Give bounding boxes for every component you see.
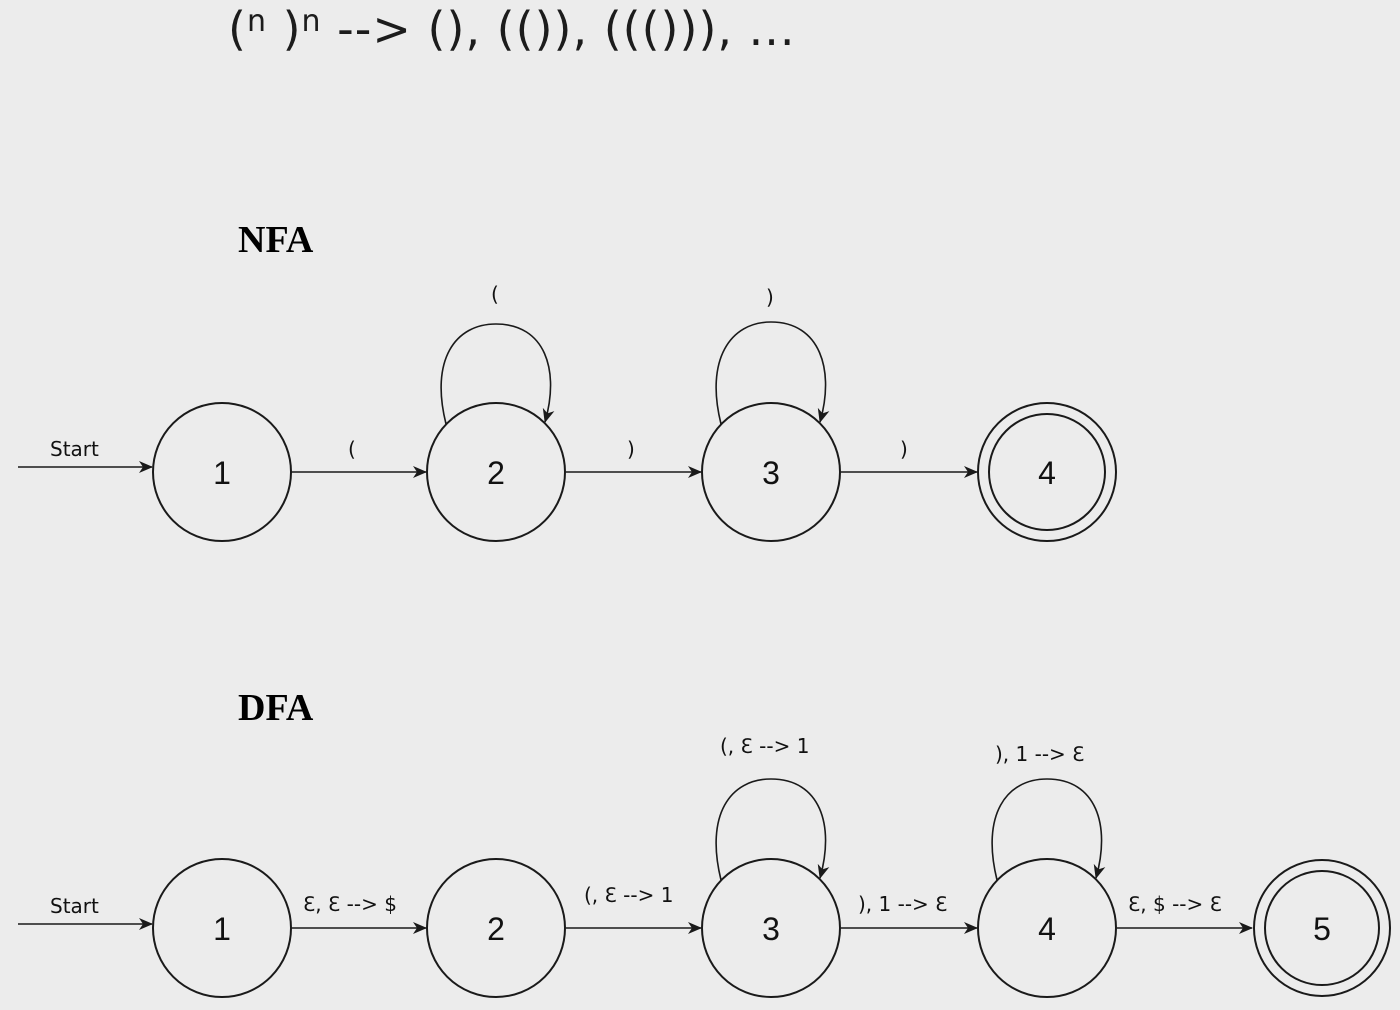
nfa-self-loop-3	[715, 321, 830, 425]
nfa-edge-label-3-4: )	[900, 437, 908, 461]
dfa-state-5-accepting: 5	[1253, 859, 1391, 997]
nfa-title: NFA	[238, 219, 314, 261]
dfa-state-label-1: 1	[213, 911, 231, 947]
nfa-state-2: 2	[426, 402, 566, 542]
dfa-state-label-2: 2	[487, 911, 505, 947]
dfa-state-label-5: 5	[1313, 911, 1331, 947]
dfa-state-2: 2	[426, 858, 566, 998]
close-paren: )	[282, 2, 302, 56]
nfa-self-loop-label-2: (	[491, 282, 499, 306]
dfa-state-3: 3	[701, 858, 841, 998]
nfa-state-label-2: 2	[487, 455, 505, 491]
dfa-diagram: Start ℇ, ℇ --> $ (, ℇ --> 1 ), 1 --> ℇ ℇ…	[18, 734, 1391, 998]
nfa-state-label-1: 1	[213, 455, 231, 491]
dfa-state-4: 4	[977, 858, 1117, 998]
nfa-self-loop-2	[440, 323, 555, 425]
open-paren: (	[228, 2, 247, 56]
dfa-state-label-4: 4	[1038, 911, 1056, 947]
nfa-state-label-3: 3	[762, 455, 780, 491]
dfa-edge-label-1-2: ℇ, ℇ --> $	[303, 892, 397, 916]
exponent-n-open: n	[246, 4, 267, 39]
nfa-edge-label-2-3: )	[627, 437, 635, 461]
exponent-n-close: n	[301, 4, 322, 39]
language-examples: --> (), (()), ((())), ...	[321, 2, 796, 56]
dfa-edge-label-3-4: ), 1 --> ℇ	[858, 892, 947, 916]
dfa-state-1: 1	[152, 858, 292, 998]
dfa-edge-label-2-3: (, ℇ --> 1	[584, 883, 673, 907]
nfa-state-4-accepting: 4	[977, 402, 1117, 542]
nfa-state-1: 1	[152, 402, 292, 542]
nfa-start-label: Start	[50, 437, 99, 461]
dfa-start-label: Start	[50, 894, 99, 918]
nfa-edge-label-1-2: (	[348, 437, 356, 461]
dfa-self-loop-3	[715, 778, 830, 881]
nfa-state-3: 3	[701, 402, 841, 542]
nfa-self-loop-label-3: )	[766, 285, 774, 309]
dfa-self-loop-4	[991, 778, 1106, 881]
nfa-state-label-4: 4	[1038, 455, 1056, 491]
dfa-self-loop-label-4: ), 1 --> ℇ	[995, 742, 1084, 766]
dfa-state-label-3: 3	[762, 911, 780, 947]
dfa-title: DFA	[238, 687, 314, 729]
dfa-self-loop-label-3: (, ℇ --> 1	[720, 734, 809, 758]
nfa-diagram: Start ( ) ) ( ) 1 2 3 4	[18, 282, 1117, 542]
language-definition: (n )n --> (), (()), ((())), ...	[228, 2, 796, 56]
dfa-edge-label-4-5: ℇ, $ --> ℇ	[1128, 892, 1222, 916]
